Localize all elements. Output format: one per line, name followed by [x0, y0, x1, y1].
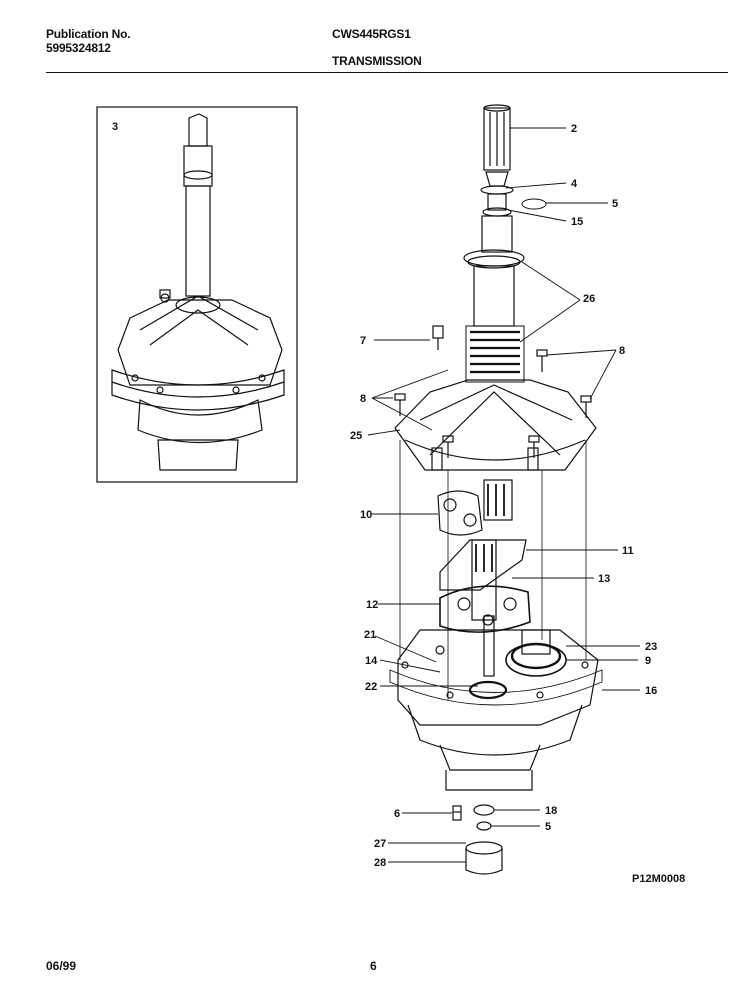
callout-7: 7 [360, 335, 366, 347]
callout-21: 21 [364, 629, 376, 641]
callout-8-right: 8 [619, 345, 625, 357]
callout-28: 28 [374, 857, 386, 869]
publication-label: Publication No. [46, 27, 131, 41]
callout-16: 16 [645, 685, 657, 697]
callout-9: 9 [645, 655, 651, 667]
callout-8-left: 8 [360, 393, 366, 405]
publication-number: 5995324812 [46, 41, 111, 55]
inset-callout: 3 [112, 121, 118, 133]
callout-12: 12 [366, 599, 378, 611]
callout-4: 4 [571, 178, 578, 190]
assembled-transmission-drawing [111, 113, 285, 471]
section-title: TRANSMISSION [332, 54, 422, 68]
callout-26: 26 [583, 293, 595, 305]
header-rule [46, 72, 728, 73]
callout-10: 10 [360, 509, 372, 521]
callout-13: 13 [598, 573, 610, 585]
model-number: CWS445RGS1 [332, 27, 411, 41]
footer-page: 6 [370, 959, 377, 973]
callout-25: 25 [350, 430, 362, 442]
diagram-code: P12M0008 [632, 873, 685, 885]
exploded-transmission-drawing [389, 104, 603, 875]
callout-15: 15 [571, 216, 583, 228]
callout-2: 2 [571, 123, 577, 135]
footer-date: 06/99 [46, 959, 77, 973]
callout-6: 6 [394, 808, 400, 820]
callout-5-top: 5 [612, 198, 618, 210]
leader-lines [367, 127, 640, 863]
callout-22: 22 [365, 681, 377, 693]
callout-14: 14 [365, 655, 378, 667]
inset-frame [96, 106, 298, 483]
callout-18: 18 [545, 805, 557, 817]
callout-11: 11 [622, 545, 634, 557]
callout-5-bottom: 5 [545, 821, 551, 833]
callout-23: 23 [645, 641, 657, 653]
callout-27: 27 [374, 838, 386, 850]
